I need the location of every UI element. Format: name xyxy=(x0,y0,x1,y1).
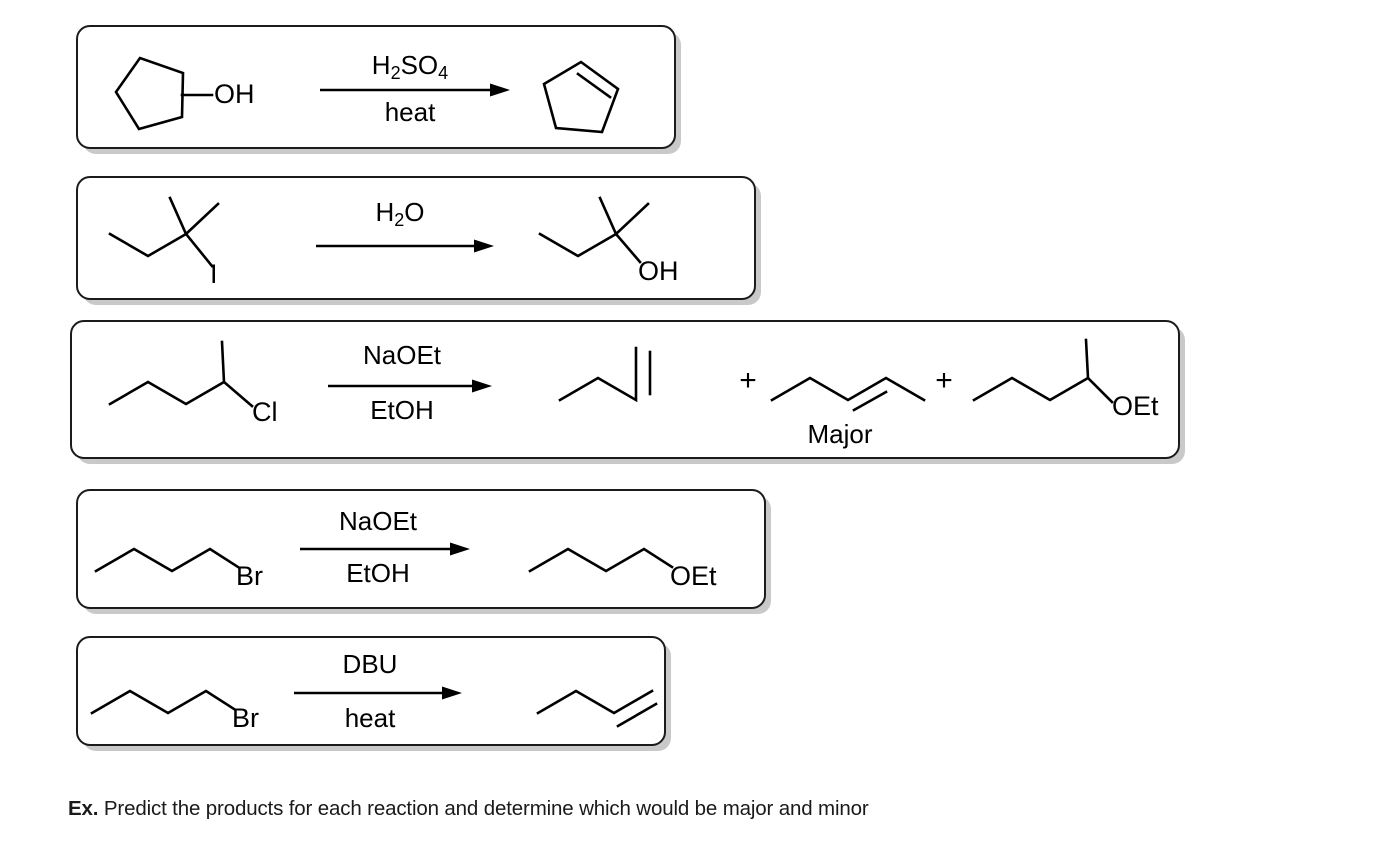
label-bromine-reactant-5: Br xyxy=(232,703,259,733)
reagent-bottom-5: heat xyxy=(345,703,396,733)
reagent-top-1: H2SO4 xyxy=(372,50,448,83)
reagent-top-3: NaOEt xyxy=(363,340,442,370)
label-oh-reactant-1: OH xyxy=(214,79,255,109)
label-oet-product-3: OEt xyxy=(1112,391,1159,421)
caption-text: Predict the products for each reaction a… xyxy=(103,797,869,820)
structure-cyclopentene xyxy=(542,60,620,134)
reagent-bottom-3: EtOH xyxy=(370,395,434,425)
structure-1-bromobutane-5 xyxy=(90,689,236,715)
reaction-arrow-3 xyxy=(328,379,492,393)
reaction-row-2: I H2O OH xyxy=(76,176,756,300)
structure-1-bromobutane-4 xyxy=(94,547,240,573)
label-oet-product-4: OEt xyxy=(670,561,717,591)
structure-2-pentene xyxy=(770,376,926,412)
label-bromine-reactant-4: Br xyxy=(236,561,263,591)
structure-2-chloropentane xyxy=(108,340,254,408)
reagent-bottom-1: heat xyxy=(385,97,436,127)
structure-1-butene xyxy=(536,689,658,728)
reaction-arrow-4 xyxy=(300,542,470,556)
structure-2-methyl-2-butanol xyxy=(538,196,650,264)
reagent-top-5: DBU xyxy=(343,649,398,679)
reagent-top-4: NaOEt xyxy=(339,506,418,536)
reaction-row-4: Br NaOEt EtOH OEt xyxy=(76,489,766,609)
reaction-row-5: Br DBU heat xyxy=(76,636,666,746)
reaction-arrow-5 xyxy=(294,686,462,700)
reaction-arrow-2 xyxy=(316,239,494,253)
annotation-major: Major xyxy=(807,419,872,449)
label-oh-product-2: OH xyxy=(638,256,679,286)
reaction-arrow-1 xyxy=(320,83,510,97)
reaction-row-1: OH H2SO4 heat xyxy=(76,25,676,149)
plus-sign-2: + xyxy=(935,364,953,397)
label-iodine-reactant-2: I xyxy=(210,259,218,289)
structure-cyclopentanol xyxy=(114,56,214,131)
caption: Ex. Predict the products for each reacti… xyxy=(68,797,869,821)
structure-1-pentene xyxy=(558,346,652,403)
label-chlorine-reactant-3: Cl xyxy=(252,397,278,427)
caption-prefix: Ex. xyxy=(68,797,99,820)
plus-sign-1: + xyxy=(739,364,757,397)
structure-2-iodo-2-methylbutane xyxy=(108,196,220,268)
reaction-row-3: Cl NaOEt EtOH + Major + xyxy=(70,320,1180,459)
structure-2-ethoxypentane xyxy=(972,338,1114,404)
reagent-top-2: H2O xyxy=(375,197,424,230)
structure-butyl-ethyl-ether xyxy=(528,547,674,573)
reagent-bottom-4: EtOH xyxy=(346,558,410,588)
